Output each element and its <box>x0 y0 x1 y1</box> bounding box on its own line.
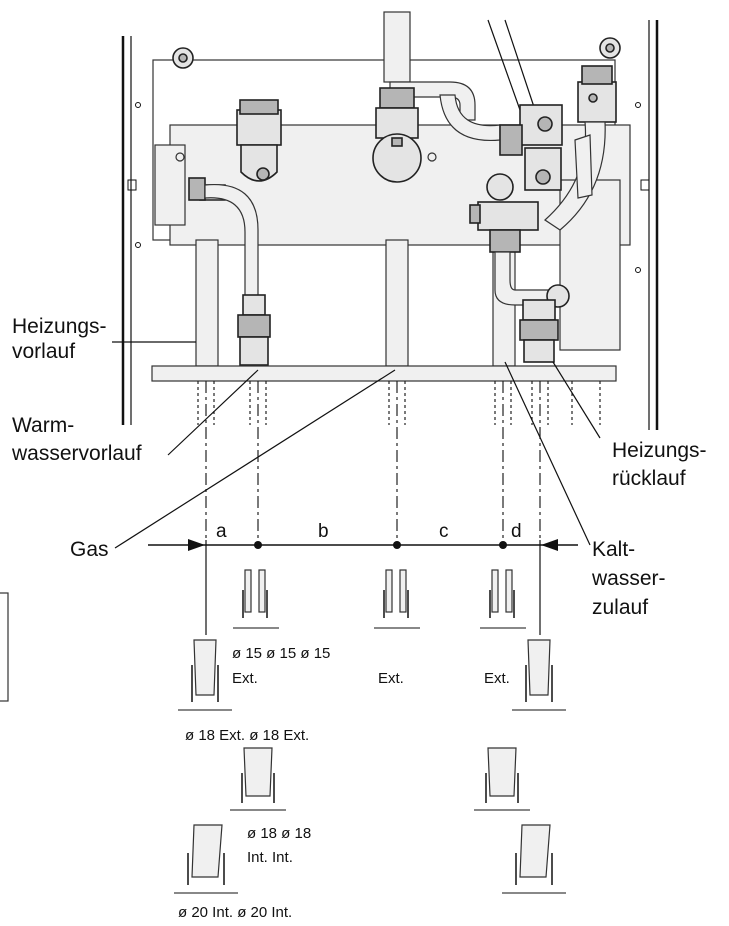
label-d15: ø 15 ø 15 ø 15 <box>232 645 330 662</box>
labels: Heizungs- vorlauf Warm- wasservorlauf Ga… <box>11 315 707 921</box>
fitting-18-ext-right <box>512 639 566 711</box>
leader-lines <box>112 341 601 549</box>
dimension-line <box>148 539 578 551</box>
fitting-15-c <box>480 569 526 629</box>
label-d18-ext: ø 18 Ext. ø 18 Ext. <box>185 727 309 744</box>
fitting-sketches <box>0 569 566 894</box>
label-ext-d: Ext. <box>484 670 510 687</box>
fitting-18-int-left <box>230 747 286 811</box>
label-heizungsruecklauf-1: Heizungs- <box>612 439 707 462</box>
label-d18-int-1: ø 18 ø 18 <box>247 825 311 842</box>
fitting-20-int-right <box>502 824 566 894</box>
fitting-15-b <box>374 569 420 629</box>
label-kaltwasser-3: zulauf <box>592 596 648 619</box>
mounting-rail <box>151 365 617 382</box>
label-kaltwasser-1: Kalt- <box>592 538 635 561</box>
label-ext-c: Ext. <box>378 670 404 687</box>
label-warmwasser-2: wasservorlauf <box>11 442 142 465</box>
center-lines <box>197 381 601 635</box>
label-heizungsruecklauf-2: rücklauf <box>612 467 686 490</box>
dimension-c: c <box>439 521 449 542</box>
label-kaltwasser-2: wasser- <box>591 567 666 590</box>
fitting-20-int-left <box>174 824 238 894</box>
hot-water-connection <box>204 99 282 366</box>
label-d18-int-2: Int. Int. <box>247 849 293 866</box>
cold-water-and-return-assembly <box>439 65 617 363</box>
label-d20-int: ø 20 Int. ø 20 Int. <box>178 904 292 921</box>
label-warmwasser-1: Warm- <box>12 414 74 437</box>
fitting-18-int-right <box>474 747 530 811</box>
gas-valve <box>372 81 476 183</box>
label-ext-b: Ext. <box>232 670 258 687</box>
label-gas: Gas <box>70 538 109 561</box>
fitting-15-a <box>233 569 279 629</box>
label-heizungsvorlauf-2: vorlauf <box>12 340 75 363</box>
fitting-18-ext-left <box>178 639 232 711</box>
dimension-a: a <box>216 521 227 542</box>
margin-bracket <box>0 592 9 702</box>
dimension-b: b <box>318 521 329 542</box>
dimension-d: d <box>511 521 522 542</box>
label-heizungsvorlauf-1: Heizungs- <box>12 315 107 338</box>
